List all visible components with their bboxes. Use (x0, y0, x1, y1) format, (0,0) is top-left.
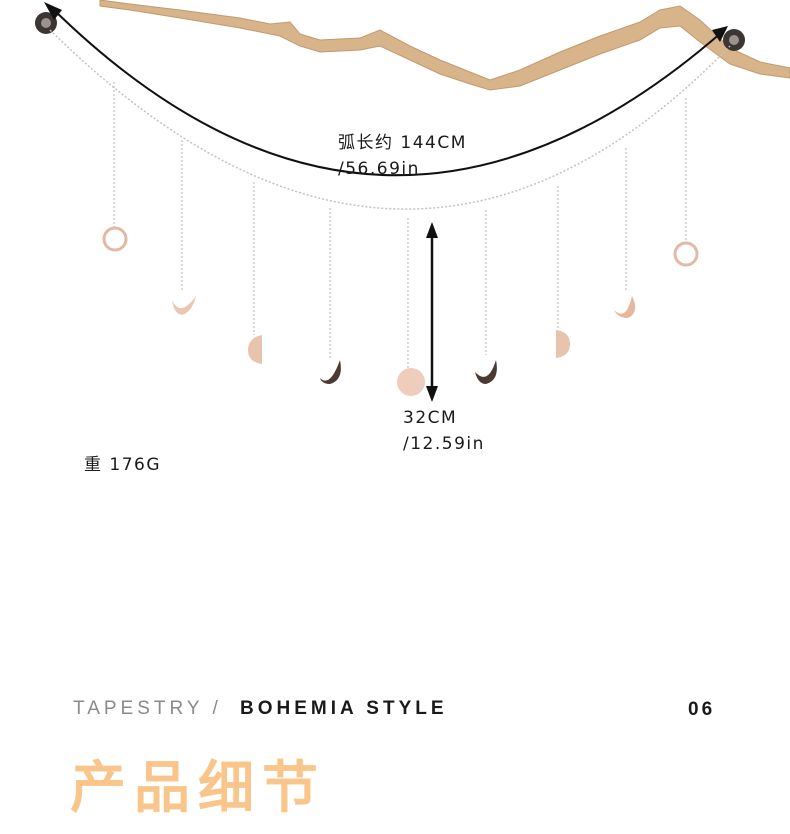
wall-hanging-illustration (35, 0, 790, 402)
full-ring-pendant-icon (102, 226, 128, 252)
full-ring-pendant-icon-2 (673, 241, 699, 267)
main-chain (49, 29, 731, 210)
half-moon-pendant-icon (248, 335, 262, 364)
arc-length-arrow (51, 7, 723, 177)
drop-chains (113, 82, 687, 368)
weight-label: 重 176G (84, 455, 162, 475)
dark-crescent-pendant-icon (320, 360, 341, 384)
crescent-pendant-icon-2 (614, 296, 636, 318)
arrowhead-icon-2 (712, 26, 728, 42)
drop-length-in: /12.59in (403, 434, 485, 454)
dark-crescent-pendant-icon-2 (475, 360, 497, 384)
category-tag: TAPESTRY / (73, 698, 222, 719)
crescent-pendant-icon (172, 296, 196, 315)
section-title: 产品细节 (70, 756, 326, 821)
drop-length-cm: 32CM (403, 408, 458, 428)
drop-length-label: 32CM /12.59in (403, 405, 485, 457)
page-number: 06 (688, 699, 716, 720)
arc-length-in: /56.69in (338, 159, 420, 179)
style-tag: BOHEMIA STYLE (240, 698, 448, 719)
product-photo (35, 0, 790, 402)
half-moon-pendant-icon-2 (556, 330, 570, 358)
arc-length-label: 弧长约 144CM /56.69in (338, 130, 467, 182)
full-disc-pendant-icon (397, 368, 425, 396)
arc-length-cm: 弧长约 144CM (338, 133, 467, 153)
driftwood-branch (99, 0, 790, 91)
arrowhead-icon (44, 2, 62, 20)
